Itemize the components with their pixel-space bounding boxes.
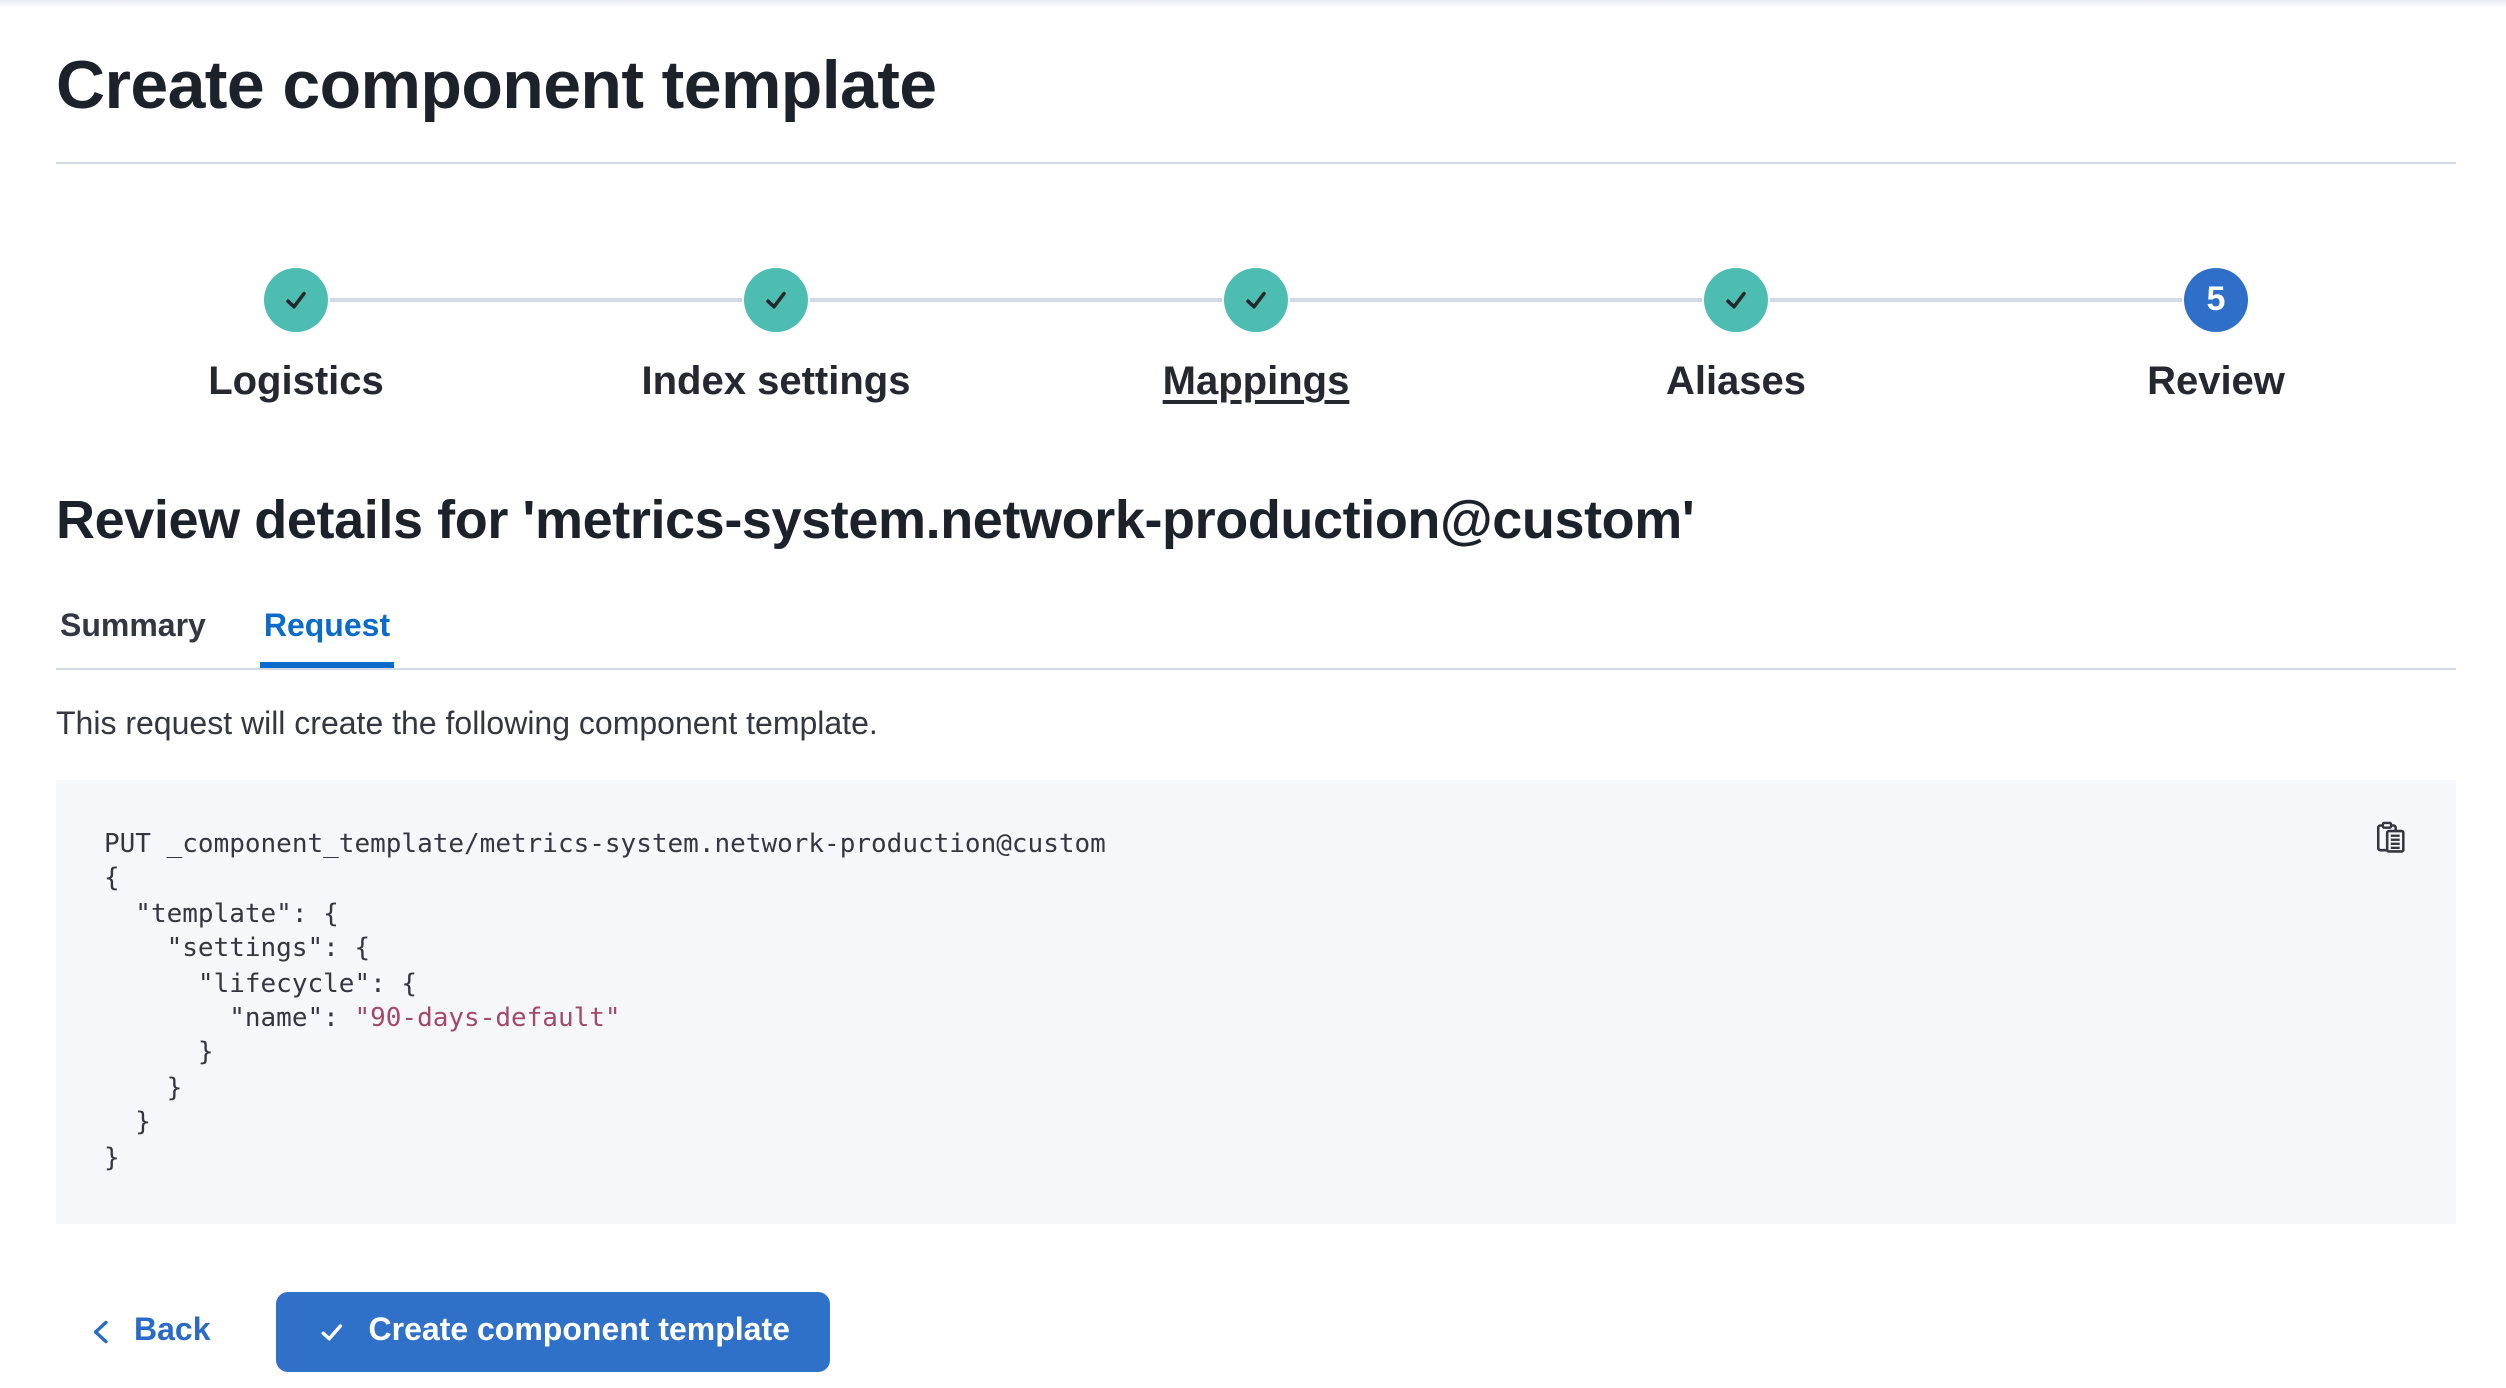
header-divider — [56, 162, 2456, 164]
step-logistics[interactable]: Logistics — [56, 268, 536, 406]
tabs: Summary Request — [56, 606, 2456, 670]
step-complete-circle — [1224, 268, 1288, 332]
step-progress: Logistics Index settings Mappings — [56, 268, 2456, 406]
step-label: Review — [2147, 360, 2285, 404]
step-label: Mappings — [1162, 360, 1350, 404]
tab-summary[interactable]: Summary — [56, 606, 210, 668]
step-label: Aliases — [1665, 360, 1807, 404]
tab-request[interactable]: Request — [260, 606, 394, 668]
page-title: Create component template — [56, 48, 937, 124]
footer-actions: Back Create component template — [56, 1292, 2456, 1373]
create-component-template-button[interactable]: Create component template — [276, 1292, 830, 1373]
step-complete-circle — [264, 268, 328, 332]
step-label: Index settings — [641, 360, 911, 404]
step-mappings[interactable]: Mappings — [1016, 268, 1496, 406]
step-complete-circle — [744, 268, 808, 332]
request-code-block: PUT _component_template/metrics-system.n… — [56, 780, 2456, 1225]
copy-button[interactable] — [2366, 812, 2416, 862]
check-icon — [766, 291, 786, 309]
step-aliases[interactable]: Aliases — [1496, 268, 1976, 406]
copy-clipboard-icon — [2376, 821, 2405, 853]
check-icon — [321, 1324, 343, 1341]
review-heading: Review details for 'metrics-system.netwo… — [56, 490, 1695, 550]
check-icon — [286, 291, 306, 309]
request-code: PUT _component_template/metrics-system.n… — [104, 830, 1106, 1174]
back-label: Back — [134, 1314, 211, 1349]
request-description: This request will create the following c… — [56, 708, 878, 742]
chevron-left-icon — [93, 1320, 108, 1344]
step-number: 5 — [2206, 280, 2226, 318]
step-complete-circle — [1704, 268, 1768, 332]
check-icon — [1726, 291, 1746, 309]
top-edge-shadow — [0, 0, 2506, 8]
back-button[interactable]: Back — [86, 1314, 211, 1350]
step-label: Logistics — [208, 360, 384, 404]
create-label: Create component template — [368, 1314, 790, 1349]
step-number-circle: 5 — [2184, 268, 2248, 332]
step-index-settings[interactable]: Index settings — [536, 268, 1016, 406]
check-icon — [1246, 291, 1266, 309]
step-review[interactable]: 5 Review — [1976, 268, 2456, 406]
